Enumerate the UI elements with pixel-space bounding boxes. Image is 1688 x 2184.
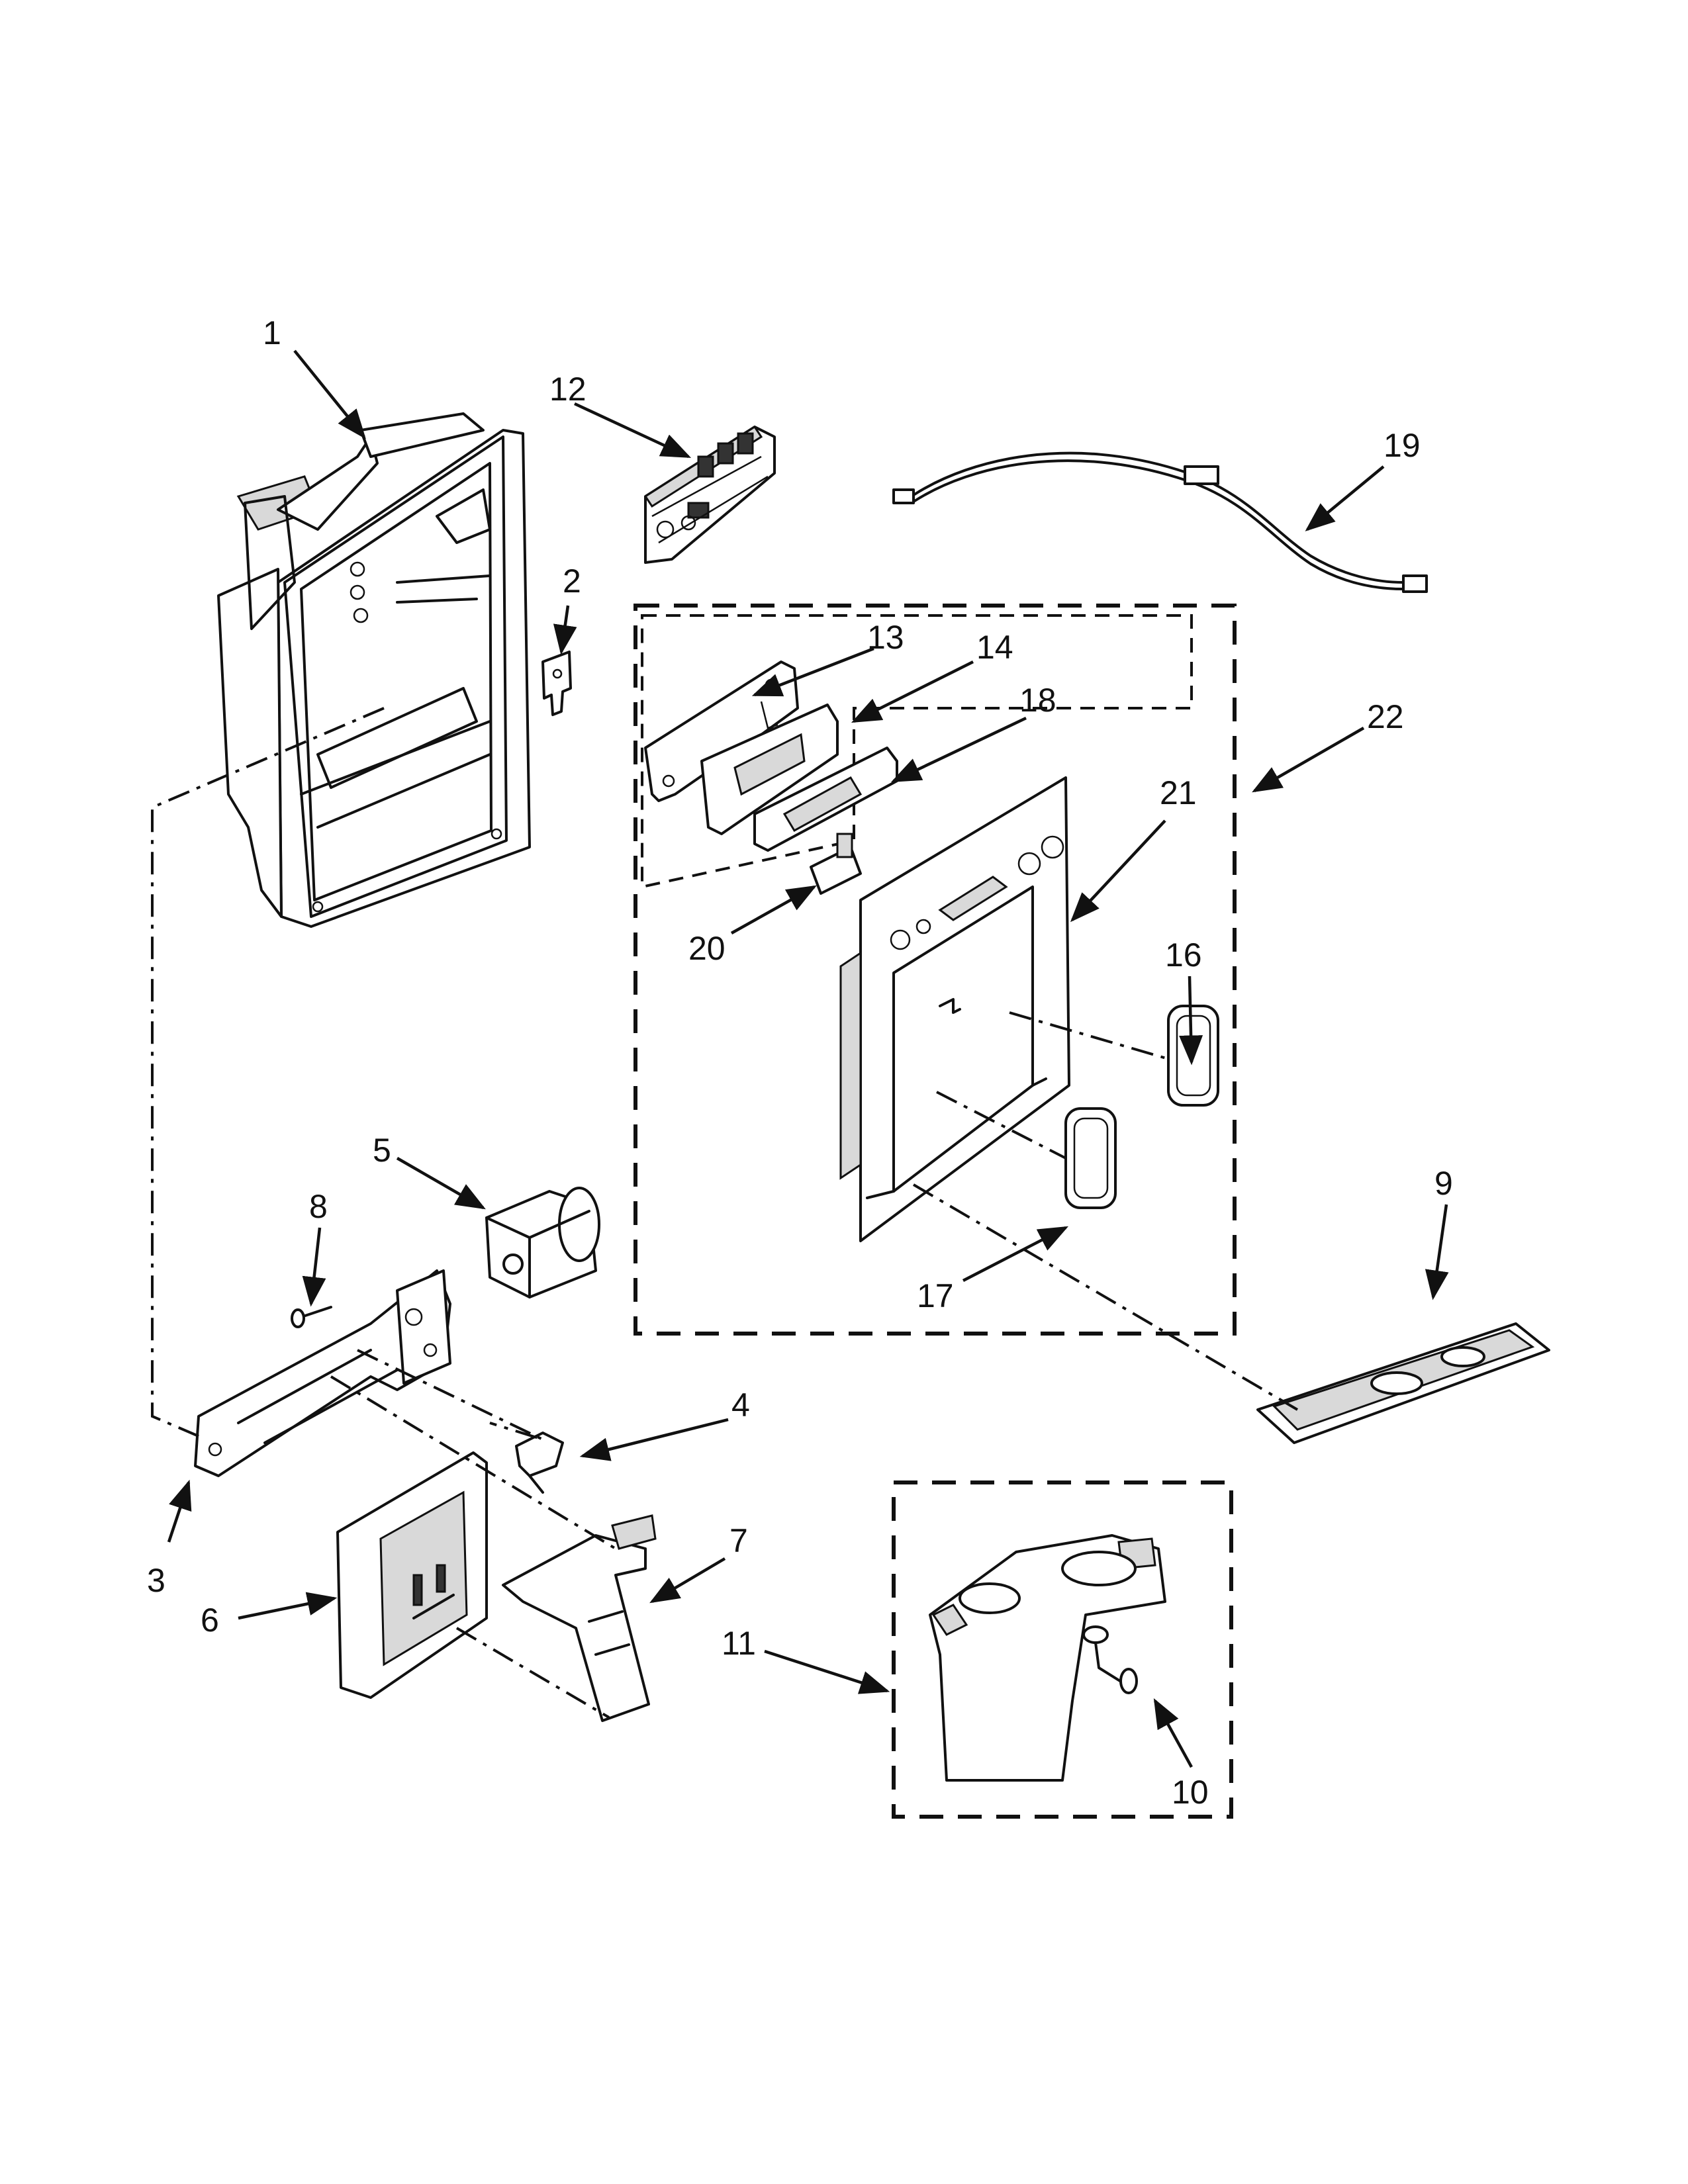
button-16-part <box>1167 1005 1219 1107</box>
arm-part <box>502 1514 657 1722</box>
callout-14: 14 <box>976 629 1013 666</box>
centerline-facade-16 <box>1009 1011 1169 1060</box>
callout-7: 7 <box>729 1522 748 1559</box>
callout-19: 19 <box>1383 427 1421 464</box>
lever-part <box>515 1432 564 1494</box>
callout-2: 2 <box>563 563 581 600</box>
callout-3: 3 <box>147 1562 165 1599</box>
centerline-3-4 <box>357 1349 543 1441</box>
bracket-part <box>541 651 572 716</box>
dispenser-facade-part <box>839 776 1070 1242</box>
callout-11: 11 <box>722 1625 756 1662</box>
switch-part <box>810 833 862 895</box>
screw-part <box>291 1306 332 1328</box>
callout-5: 5 <box>373 1132 391 1169</box>
callout-18: 18 <box>1019 682 1056 719</box>
callout-10: 10 <box>1172 1774 1209 1811</box>
assembly-11-box <box>892 1480 1233 1819</box>
dispenser-housing-part <box>217 412 531 928</box>
motor-part <box>485 1187 600 1298</box>
switch-plate-part <box>700 704 839 835</box>
centerline-1-3 <box>151 707 385 1437</box>
callout-17: 17 <box>917 1277 954 1314</box>
wire-harness-part <box>892 451 1428 593</box>
control-board-part <box>643 425 776 564</box>
button-17-part <box>1064 1107 1117 1209</box>
callout-6: 6 <box>201 1602 219 1639</box>
callout-21: 21 <box>1160 774 1197 811</box>
callout-13: 13 <box>867 619 904 656</box>
callout-22: 22 <box>1367 698 1404 735</box>
water-reservoir-part <box>929 1534 1166 1782</box>
actuator-bracket-part <box>194 1269 451 1477</box>
callout-9: 9 <box>1434 1165 1453 1202</box>
callout-8: 8 <box>309 1188 328 1225</box>
callout-20: 20 <box>688 930 726 967</box>
centerline-6-7 <box>455 1627 610 1719</box>
callout-12: 12 <box>549 371 586 408</box>
callout-1: 1 <box>263 314 281 351</box>
centerline-facade-9 <box>912 1183 1299 1411</box>
fitting-part <box>1082 1625 1138 1694</box>
callout-4: 4 <box>731 1387 750 1424</box>
callout-16: 16 <box>1165 936 1202 974</box>
assembly-22-box <box>633 604 1237 1336</box>
centerline-3-7 <box>330 1375 617 1550</box>
dispenser-paddle-part <box>336 1451 488 1699</box>
drip-tray-part <box>1256 1322 1550 1444</box>
